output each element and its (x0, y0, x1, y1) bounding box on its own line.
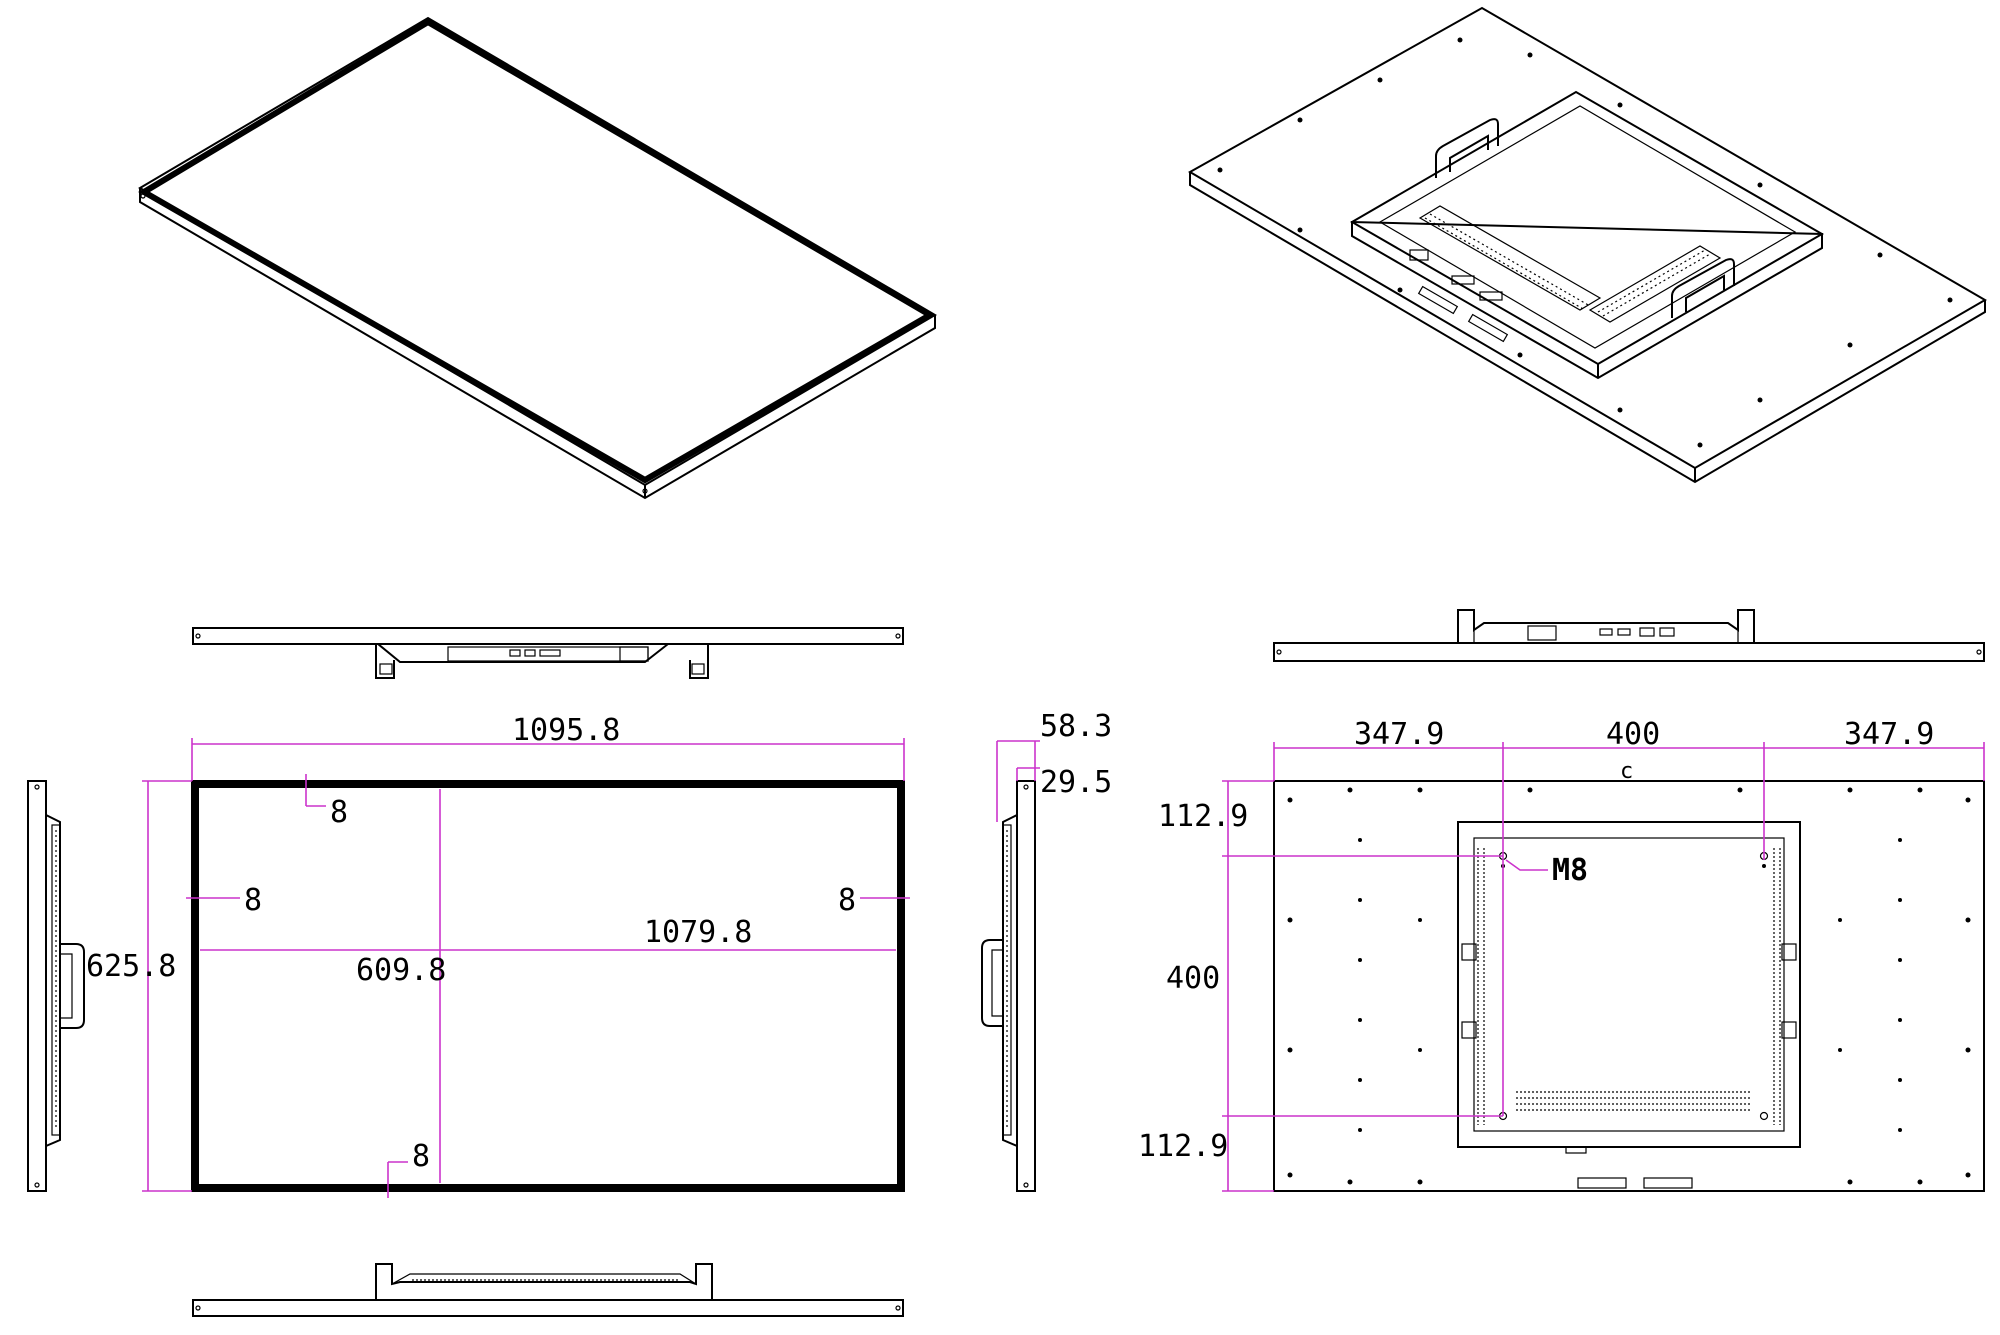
front-view (142, 738, 910, 1198)
dim-bezel-bottom: 8 (412, 1139, 430, 1174)
dim-active-height: 609.8 (356, 953, 446, 988)
dim-active-width: 1079.8 (644, 915, 752, 950)
rear-view (1222, 742, 1985, 1192)
dim-right-offset: 347.9 (1844, 717, 1934, 752)
dim-overall-width: 1095.8 (512, 713, 620, 748)
left-side-view (27, 780, 85, 1192)
dim-vesa-vertical: 400 (1166, 961, 1220, 996)
dim-bezel-left: 8 (244, 883, 262, 918)
dim-top-offset: 112.9 (1158, 799, 1248, 834)
screw-size-label: M8 (1552, 853, 1588, 888)
iso-front-view (138, 16, 937, 500)
dim-panel-depth: 29.5 (1040, 765, 1112, 800)
iso-handle-bottom (1671, 258, 1735, 318)
dim-vesa-horizontal: 400 (1606, 717, 1660, 752)
center-mark-label: c (1620, 759, 1633, 784)
dim-overall-height: 625.8 (86, 949, 176, 984)
rear-vent-block (1516, 1091, 1752, 1111)
iso-rear-view (1187, 6, 1987, 484)
right-side-view (981, 740, 1040, 1192)
bottom-edge-view (192, 1263, 904, 1317)
dim-bezel-right: 8 (838, 883, 856, 918)
iso-vent-pattern (1424, 213, 1711, 317)
dim-left-offset: 347.9 (1354, 717, 1444, 752)
dim-total-depth: 58.3 (1040, 709, 1112, 744)
rear-top-edge-view (1273, 609, 1985, 662)
iso-handle-top (1435, 118, 1499, 178)
dim-bottom-offset: 112.9 (1138, 1129, 1228, 1164)
dim-bezel-top: 8 (330, 795, 348, 830)
top-edge-view (192, 627, 904, 679)
